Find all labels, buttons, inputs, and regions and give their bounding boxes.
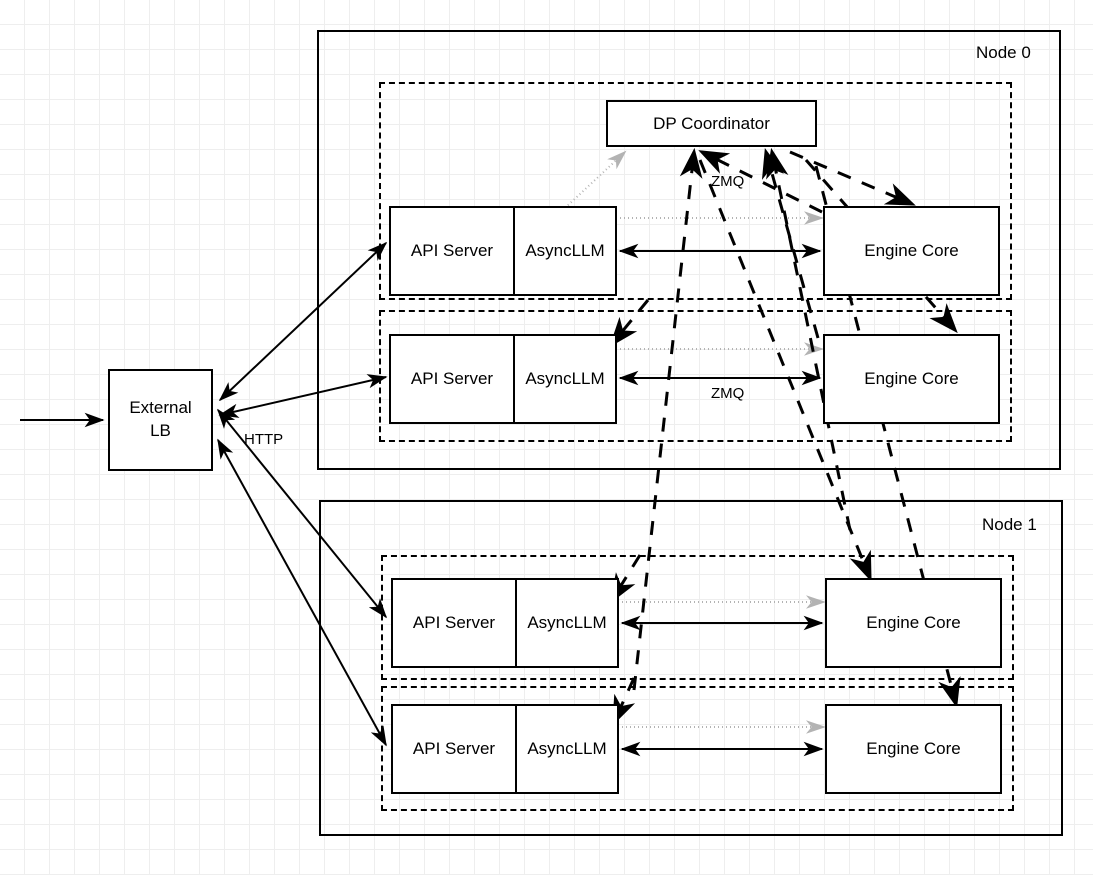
external-lb-box[interactable]: External LB: [108, 369, 213, 471]
node-0-label: Node 0: [976, 43, 1031, 62]
api-server-cell[interactable]: API Server: [391, 336, 515, 422]
zmq-bottom-edge-label: ZMQ: [711, 385, 745, 402]
engine-core-label: Engine Core: [866, 613, 961, 632]
asyncllm-cell[interactable]: AsyncLLM: [525, 241, 605, 260]
dp-coordinator-label: DP Coordinator: [653, 113, 770, 133]
node-0-replica-1-engine-core[interactable]: Engine Core: [823, 334, 1000, 424]
node-0-replica-0-engine-core[interactable]: Engine Core: [823, 206, 1000, 296]
node-1-replica-0-api-asyncllm[interactable]: API Server AsyncLLM: [391, 578, 619, 668]
node-0-replica-1-group: [379, 310, 1012, 442]
engine-core-label: Engine Core: [866, 739, 961, 758]
external-lb-label-line1: External: [129, 398, 192, 418]
node-1-replica-1-api-asyncllm[interactable]: API Server AsyncLLM: [391, 704, 619, 794]
node-1-replica-1-group: [381, 686, 1014, 811]
engine-core-label: Engine Core: [864, 369, 959, 388]
node-1-replica-0-group: [381, 555, 1014, 680]
node-1-frame: [319, 500, 1063, 836]
node-1-label: Node 1: [982, 515, 1037, 534]
node-1-replica-0-engine-core[interactable]: Engine Core: [825, 578, 1002, 668]
zmq-top-edge-label: ZMQ: [711, 173, 745, 190]
node-0-replica-0-api-asyncllm[interactable]: API Server AsyncLLM: [389, 206, 617, 296]
api-server-cell[interactable]: API Server: [391, 208, 515, 294]
node-0-replica-1-api-asyncllm[interactable]: API Server AsyncLLM: [389, 334, 617, 424]
asyncllm-cell[interactable]: AsyncLLM: [525, 369, 605, 388]
node-1-replica-1-engine-core[interactable]: Engine Core: [825, 704, 1002, 794]
api-server-cell[interactable]: API Server: [393, 706, 517, 792]
external-lb-label-line2: LB: [150, 421, 171, 440]
node-0-frame: [317, 30, 1061, 470]
api-server-cell[interactable]: API Server: [393, 580, 517, 666]
asyncllm-cell[interactable]: AsyncLLM: [527, 739, 607, 758]
dp-coordinator-box[interactable]: DP Coordinator: [606, 100, 817, 147]
http-edge-label: HTTP: [244, 431, 284, 448]
asyncllm-cell[interactable]: AsyncLLM: [527, 613, 607, 632]
node-0-replica-0-group: [379, 82, 1012, 300]
engine-core-label: Engine Core: [864, 241, 959, 260]
